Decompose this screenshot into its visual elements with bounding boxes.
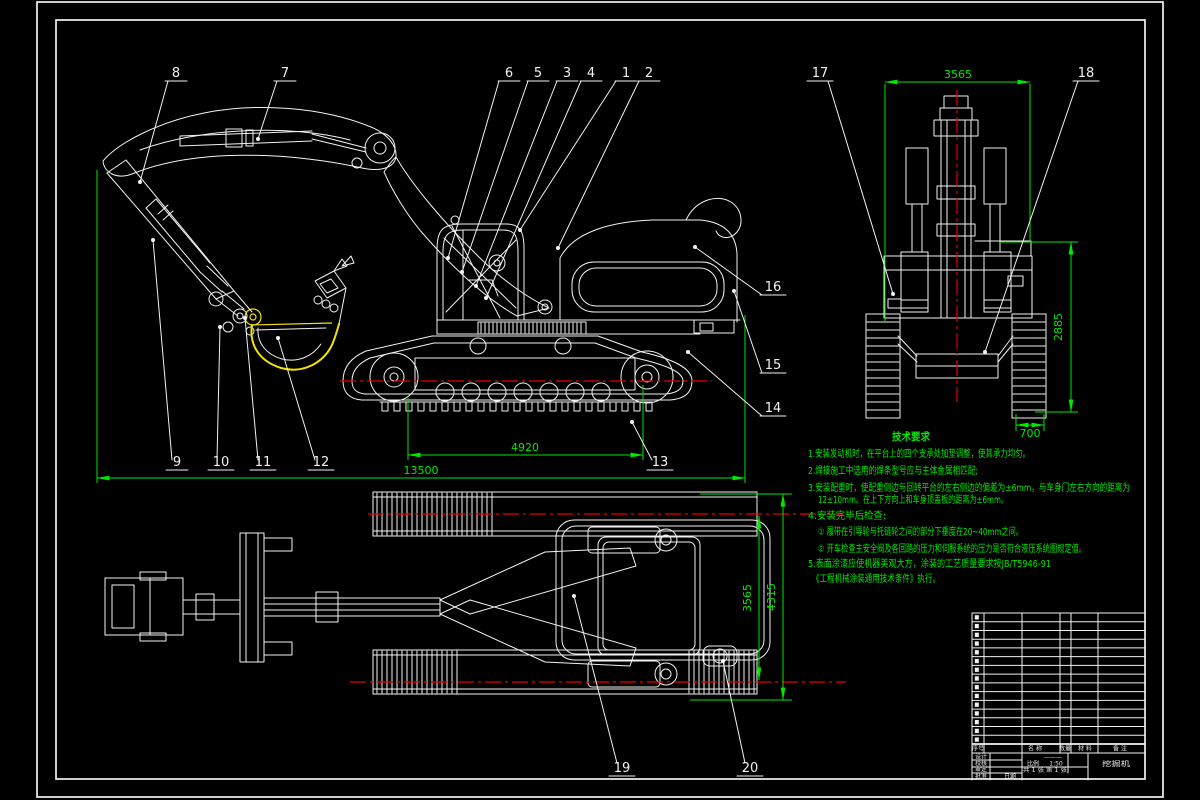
callout-17: 17 [806, 66, 895, 296]
callout-8: 8 [138, 66, 188, 184]
callout-6: 6 [446, 66, 521, 260]
track-rollers [435, 337, 611, 402]
callout-13: 13 [630, 420, 674, 471]
svg-text:4: 4 [587, 66, 595, 81]
callout-4: 4 [484, 66, 603, 300]
dim-front-overall-width: 3565 [944, 68, 972, 81]
svg-text:8: 8 [172, 66, 180, 81]
callout-9: 9 [151, 238, 189, 471]
tech-req-line: 5.表面涂漆应使机器美观大方，涂装的工艺质量要求按JB/T5946-91 [808, 557, 1051, 570]
dim-front-height: 2885 [1052, 313, 1065, 341]
svg-text:10: 10 [213, 455, 230, 470]
bom-header-remark: 备 注 [1113, 745, 1127, 753]
svg-text:20: 20 [742, 761, 759, 776]
tech-req-line: ① 履带在引导轮与托链轮之间的部分下垂度在20~40mm之间。 [818, 525, 1023, 538]
dim-top-track-gauge: 3565 [741, 584, 754, 612]
title-block: 序号 名 称 数量 材 料 备 注 设计 校核 审定 批准 日期 ——— 比例 … [971, 612, 1146, 781]
field-check: 校核 [975, 760, 987, 768]
dimensions: 13500 4920 3565 2885 700 3565 4315 [96, 68, 1078, 701]
air-intake-curl [685, 197, 742, 239]
field-date: 日期 [1004, 773, 1016, 781]
callout-2: 2 [556, 66, 661, 250]
bom-header-name: 名 称 [1028, 745, 1042, 753]
tech-req-line: 2.焊接施工中选用的焊条型号应与主体金属相匹配; [808, 464, 978, 477]
field-scale-label: 比例 [1027, 760, 1039, 768]
arm [106, 159, 235, 300]
svg-text:17: 17 [812, 66, 829, 81]
field-dash: ——— [1044, 754, 1062, 761]
front-view [865, 95, 1047, 419]
cab [436, 215, 525, 321]
swing-bearing-hatch [480, 322, 582, 334]
field-scale-value: 1:50 [1049, 761, 1063, 768]
dim-overall-length: 13500 [404, 464, 439, 477]
svg-text:13: 13 [652, 455, 669, 470]
callout-16: 16 [693, 245, 787, 296]
svg-text:3: 3 [563, 66, 571, 81]
bom-header-qty: 数量 [1059, 745, 1071, 753]
callout-7: 7 [256, 66, 297, 141]
top-view [104, 491, 771, 695]
tech-req-line: 《工程机械涂装通用技术条件》执行。 [812, 572, 940, 585]
svg-text:16: 16 [765, 280, 782, 295]
svg-text:19: 19 [614, 761, 631, 776]
bom-grid [971, 612, 1146, 754]
bucket [244, 255, 355, 371]
bom-header-seq: 序号 [972, 745, 984, 753]
callout-18: 18 [983, 66, 1100, 354]
callout-11: 11 [243, 316, 277, 471]
field-review: 审定 [975, 766, 987, 774]
svg-text:2: 2 [645, 66, 653, 81]
callouts: 1 2 3 4 5 6 7 8 9 10 11 12 13 14 15 16 1… [138, 66, 1100, 777]
field-design: 设计 [975, 753, 987, 761]
sheet-border [36, 1, 1164, 798]
callout-12: 12 [276, 336, 335, 471]
svg-text:6: 6 [505, 66, 513, 81]
tech-req-line: 1.安装发动机时，在平台上的四个支承处加垫调整，使其承力均匀。 [808, 447, 1030, 460]
svg-text:7: 7 [281, 66, 289, 81]
field-sheet: 共 1 张 第 1 张 [1023, 766, 1067, 774]
bom-header-material: 材 料 [1078, 745, 1092, 753]
drawing-title: 挖掘机 [1102, 759, 1130, 768]
boom-cylinder [179, 128, 367, 153]
callout-20: 20 [721, 659, 764, 777]
muffler [702, 645, 738, 667]
tech-req-line: 4.安装完毕后检查: [808, 509, 886, 522]
centerlines [340, 90, 958, 683]
callout-1: 1 [518, 66, 638, 232]
bucket-linkage [208, 290, 255, 336]
boom [102, 106, 553, 317]
svg-text:14: 14 [765, 401, 782, 416]
tech-req-line: ② 开车检查主安全阀及各回路的压力和伺服系统的压力是否符合液压系统图规定值。 [818, 542, 1086, 555]
svg-text:15: 15 [765, 358, 782, 373]
svg-text:1: 1 [622, 66, 630, 81]
side-view [102, 106, 742, 412]
dim-track-shoe-width: 700 [1020, 427, 1041, 440]
callout-3: 3 [474, 66, 579, 288]
svg-text:5: 5 [534, 66, 542, 81]
svg-text:9: 9 [173, 455, 181, 470]
callout-10: 10 [207, 325, 235, 471]
tech-req-line: 3.安装配重时，使配重侧边与回转平台的左右侧边的偏差为±6mm，与车身门左右方向… [808, 481, 1130, 494]
svg-text:18: 18 [1078, 66, 1095, 81]
tech-req-line: 12±10mm。在上下方向上和车身顶盖板的距离为±6mm。 [818, 493, 1008, 506]
dim-track-on-ground: 4920 [511, 441, 539, 454]
svg-text:12: 12 [313, 455, 330, 470]
callout-19: 19 [572, 594, 636, 777]
field-approve: 批准 [975, 773, 987, 781]
callout-14: 14 [686, 350, 787, 417]
technical-requirements: 技术要求 1.安装发动机时，在平台上的四个支承处加垫调整，使其承力均匀。 2.焊… [808, 430, 1130, 585]
callout-15: 15 [732, 289, 787, 374]
dim-top-overall-width: 4315 [765, 583, 778, 611]
callout-5: 5 [460, 66, 550, 274]
tech-req-title: 技术要求 [892, 430, 930, 443]
svg-text:11: 11 [255, 455, 272, 470]
